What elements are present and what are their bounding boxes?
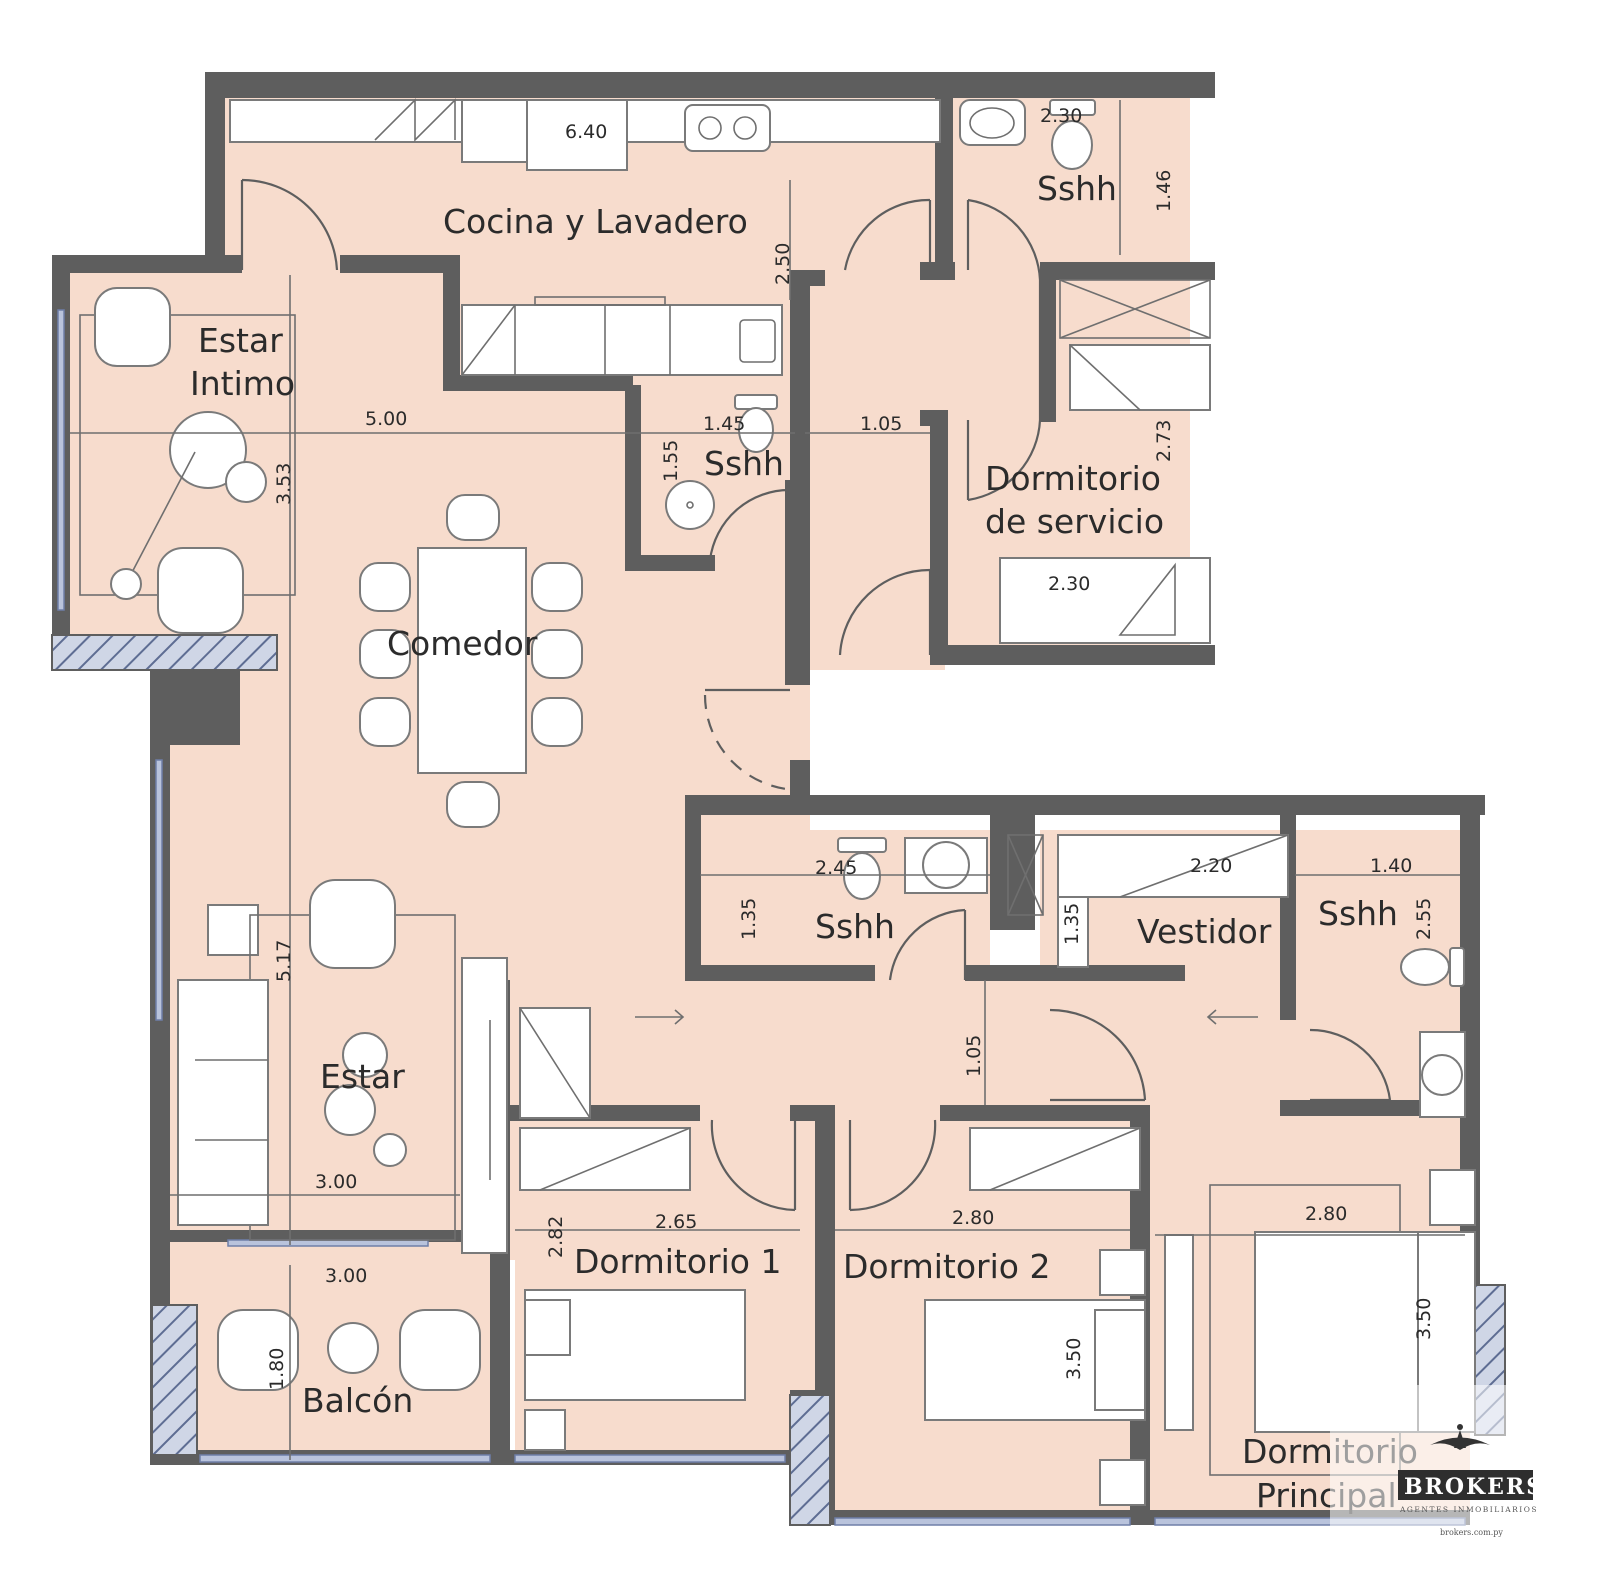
- dim-sshh-principal-w: 1.40: [1370, 855, 1412, 877]
- dim-dorm1-h: 2.82: [545, 1216, 567, 1258]
- private-bath-fixtures: [837, 834, 1466, 1118]
- doors: [240, 178, 1392, 1212]
- label-sshh-social: Sshh: [704, 444, 784, 483]
- label-sshh-comun: Sshh: [815, 907, 895, 946]
- dim-pasillo-servicio: 1.05: [860, 413, 902, 435]
- dim-dorm-principal-w: 2.80: [1305, 1203, 1347, 1225]
- dim-estar-w: 3.00: [315, 1171, 357, 1193]
- watermark-brand: BROKERS: [1404, 1474, 1544, 1500]
- dim-sshh-social-h: 1.55: [660, 440, 682, 482]
- dim-balcon-h: 1.80: [266, 1348, 288, 1390]
- label-comedor: Comedor: [387, 624, 538, 663]
- dim-estar-h: 5.17: [273, 940, 295, 982]
- living-furniture: [177, 879, 591, 1254]
- label-dormitorio-2: Dormitorio 2: [843, 1247, 1050, 1286]
- label-sshh-servicio: Sshh: [1037, 169, 1117, 208]
- dim-dorm-servicio-h: 2.73: [1153, 420, 1175, 462]
- dim-sshh-serv-w: 2.30: [1040, 105, 1082, 127]
- label-dormitorio-1: Dormitorio 1: [574, 1242, 781, 1281]
- label-vestidor: Vestidor: [1137, 912, 1272, 951]
- dim-sshh-comun-h: 1.35: [738, 898, 760, 940]
- dim-sshh-comun-w: 2.45: [815, 857, 857, 879]
- label-dorm-servicio-2: de servicio: [985, 502, 1164, 541]
- label-sshh-principal: Sshh: [1318, 894, 1398, 933]
- dimension-lines: [70, 180, 1465, 1460]
- dim-cocina-len: 6.40: [565, 121, 607, 143]
- dim-sshh-principal-h: 2.55: [1413, 898, 1435, 940]
- dim-dorm-principal-h: 3.50: [1413, 1298, 1435, 1340]
- label-estar: Estar: [320, 1057, 405, 1096]
- label-dorm-servicio-1: Dormitorio: [985, 459, 1161, 498]
- brokers-watermark: BROKERS AGENTES INMOBILIARIOS brokers.co…: [1330, 1385, 1544, 1540]
- dim-vestidor-h: 1.35: [1061, 903, 1083, 945]
- dim-estar-intimo-w: 5.00: [365, 408, 407, 430]
- service-fixtures: [959, 99, 1211, 644]
- balcony-furniture: [217, 1309, 481, 1391]
- watermark-tagline: AGENTES INMOBILIARIOS: [1399, 1505, 1538, 1514]
- dim-sshh-social-w: 1.45: [703, 413, 745, 435]
- social-bath-fixtures: [665, 394, 778, 530]
- dim-dorm-servicio-w: 2.30: [1048, 573, 1090, 595]
- dim-estar-intimo-h: 3.53: [273, 463, 295, 505]
- dim-dorm1-w: 2.65: [655, 1211, 697, 1233]
- room-labels: Cocina y Lavadero Sshh Estar Intimo Sshh…: [190, 169, 1418, 1515]
- crown-icon: [1430, 1424, 1490, 1450]
- watermark-url: brokers.com.py: [1440, 1528, 1503, 1537]
- estar-intimo-furniture: [79, 287, 296, 634]
- dim-dorm2-w: 2.80: [952, 1207, 994, 1229]
- dim-dorm2-h: 3.50: [1063, 1338, 1085, 1380]
- label-cocina: Cocina y Lavadero: [443, 202, 748, 241]
- label-balcon: Balcón: [302, 1381, 413, 1420]
- dimension-labels: 6.40 2.50 2.30 1.46 5.00 3.53 1.45 1.55 …: [266, 105, 1435, 1390]
- label-estar-intimo-2: Intimo: [190, 364, 295, 403]
- dim-vestidor-w: 2.20: [1190, 855, 1232, 877]
- dim-pasillo: 1.05: [963, 1035, 985, 1077]
- dining-furniture: [359, 494, 583, 828]
- dim-balcon-w: 3.00: [325, 1265, 367, 1287]
- kitchen-fixtures: [229, 98, 941, 376]
- dim-cocina-w: 2.50: [772, 243, 794, 285]
- label-estar-intimo-1: Estar: [198, 321, 283, 360]
- dim-sshh-serv-h: 1.46: [1153, 170, 1175, 212]
